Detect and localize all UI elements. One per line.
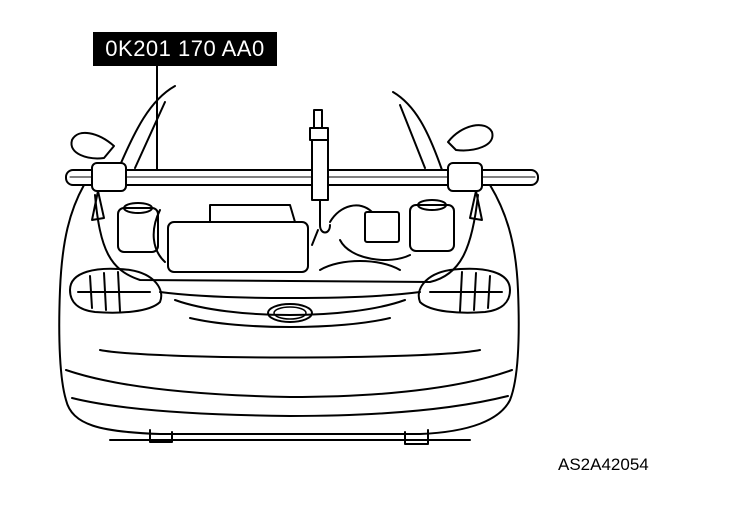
lifting-hook-assembly <box>309 109 331 246</box>
headlight-left <box>69 267 163 314</box>
headlight-right <box>417 267 511 314</box>
tool-part-number-label: 0K201 170 AA0 <box>93 32 277 66</box>
coolant-reservoir-right <box>409 204 455 252</box>
engine-bay <box>94 194 479 283</box>
battery <box>167 221 309 273</box>
front-grille <box>159 291 421 328</box>
side-mirror-right <box>447 124 494 152</box>
coolant-reservoir-left <box>117 207 159 253</box>
car-body-outline <box>58 184 520 445</box>
front-bumper <box>99 349 481 441</box>
engine-support-bar <box>65 162 539 221</box>
car-roof-outline <box>117 85 443 171</box>
fuse-box <box>364 211 400 243</box>
brand-badge <box>267 303 313 323</box>
side-mirror-left <box>70 131 115 160</box>
support-foot-left <box>91 162 127 192</box>
figure-code: AS2A42054 <box>558 455 649 474</box>
support-foot-right <box>447 162 483 192</box>
